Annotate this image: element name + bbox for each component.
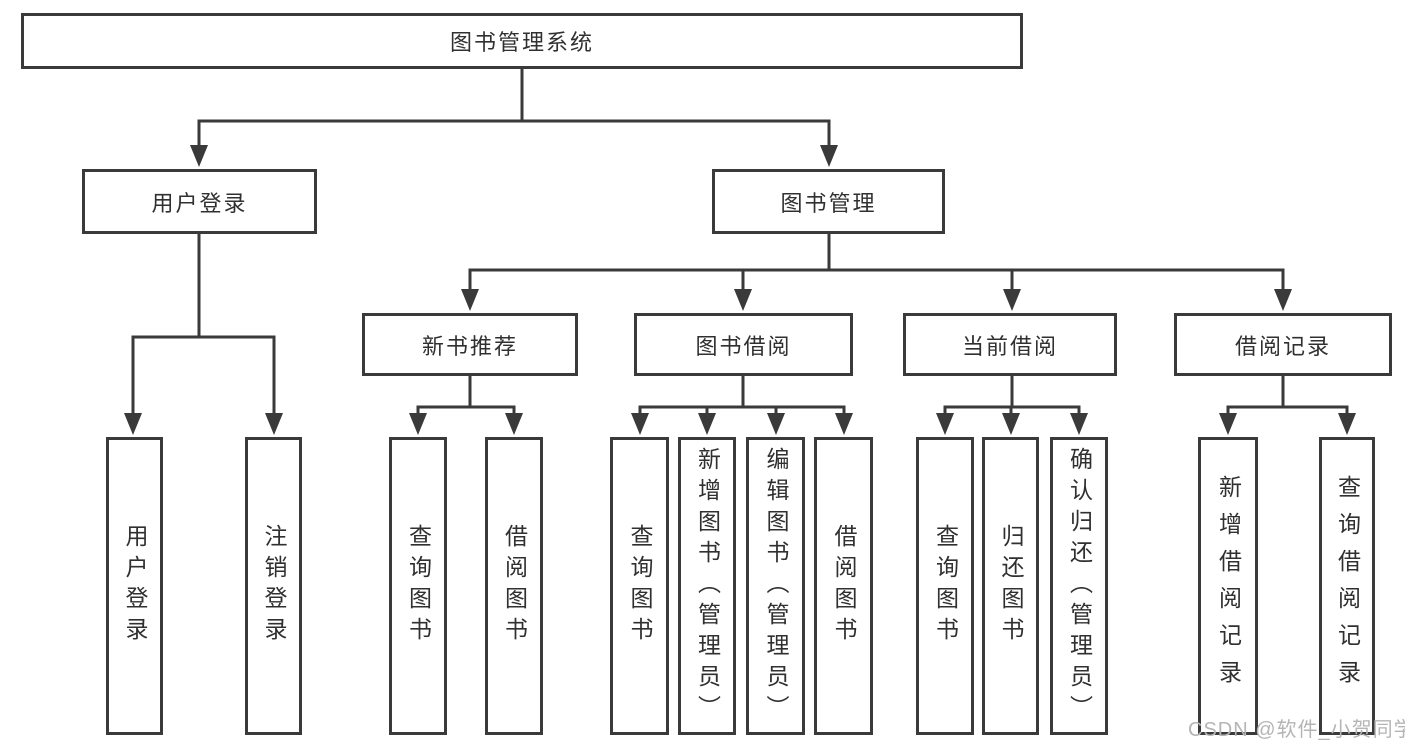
node-borrowing-records: 借阅记录 [1174, 313, 1392, 376]
leaf-borrow-books: 借阅图书 [814, 437, 873, 735]
leaf-logout-label: 注销登录 [261, 524, 287, 648]
wire-book-borrowing-children [631, 376, 853, 435]
leaf-return-books-label: 归还图书 [998, 524, 1024, 648]
node-borrowing-records-label: 借阅记录 [1234, 333, 1331, 359]
node-book-management-label: 图书管理 [780, 190, 877, 216]
node-library-system: 图书管理系统 [21, 13, 1023, 69]
wire-book-management-children [461, 233, 1292, 311]
node-user-login: 用户登录 [82, 169, 317, 234]
node-library-system-label: 图书管理系统 [449, 30, 594, 55]
leaf-return-books: 归还图书 [982, 437, 1039, 735]
leaf-query-books-current-label: 查询图书 [932, 524, 959, 648]
node-user-login-label: 用户登录 [151, 190, 248, 216]
leaf-query-borrow-record-label: 查询借阅记录 [1334, 475, 1361, 697]
leaf-logout: 注销登录 [245, 437, 302, 735]
leaf-edit-books-admin-label: 编辑图书（管理员） [763, 446, 789, 726]
wire-root-to-level2 [190, 66, 838, 167]
node-book-management: 图书管理 [712, 169, 945, 234]
node-current-borrowing-label: 当前借阅 [961, 333, 1058, 359]
leaf-query-books-recommend-label: 查询图书 [405, 524, 432, 648]
wire-current-borrowing-children [936, 376, 1088, 435]
leaf-query-borrow-record: 查询借阅记录 [1319, 437, 1375, 735]
leaf-borrow-books-recommend: 借阅图书 [485, 437, 543, 735]
leaf-user-login: 用户登录 [106, 437, 163, 735]
leaf-borrow-books-label: 借阅图书 [831, 524, 857, 648]
leaf-add-books-admin-label: 新增图书（管理员） [694, 446, 721, 726]
node-book-borrowing: 图书借阅 [634, 313, 853, 376]
leaf-add-borrow-record-label: 新增借阅记录 [1215, 475, 1242, 697]
node-new-book-recommend: 新书推荐 [362, 313, 578, 376]
leaf-borrow-books-recommend-label: 借阅图书 [501, 524, 528, 648]
node-new-book-recommend-label: 新书推荐 [421, 333, 518, 359]
leaf-add-borrow-record: 新增借阅记录 [1198, 437, 1258, 735]
leaf-confirm-return-admin: 确认归还（管理员） [1050, 437, 1108, 735]
leaf-confirm-return-admin-label: 确认归还（管理员） [1066, 446, 1093, 726]
wire-new-book-children [409, 376, 523, 435]
leaf-edit-books-admin: 编辑图书（管理员） [746, 437, 805, 735]
leaf-query-books-borrowing-label: 查询图书 [627, 524, 653, 648]
leaf-query-books-recommend: 查询图书 [389, 437, 447, 735]
leaf-query-books-current: 查询图书 [916, 437, 974, 735]
node-book-borrowing-label: 图书借阅 [695, 333, 792, 359]
node-current-borrowing: 当前借阅 [903, 313, 1117, 376]
leaf-query-books-borrowing: 查询图书 [610, 437, 669, 735]
wire-user-login-children [124, 233, 283, 435]
watermark-text: CSDN @软件_小贺同学 [1188, 719, 1405, 741]
leaf-user-login-label: 用户登录 [122, 524, 148, 648]
wire-borrowing-records-children [1219, 376, 1356, 435]
leaf-add-books-admin: 新增图书（管理员） [678, 437, 736, 735]
